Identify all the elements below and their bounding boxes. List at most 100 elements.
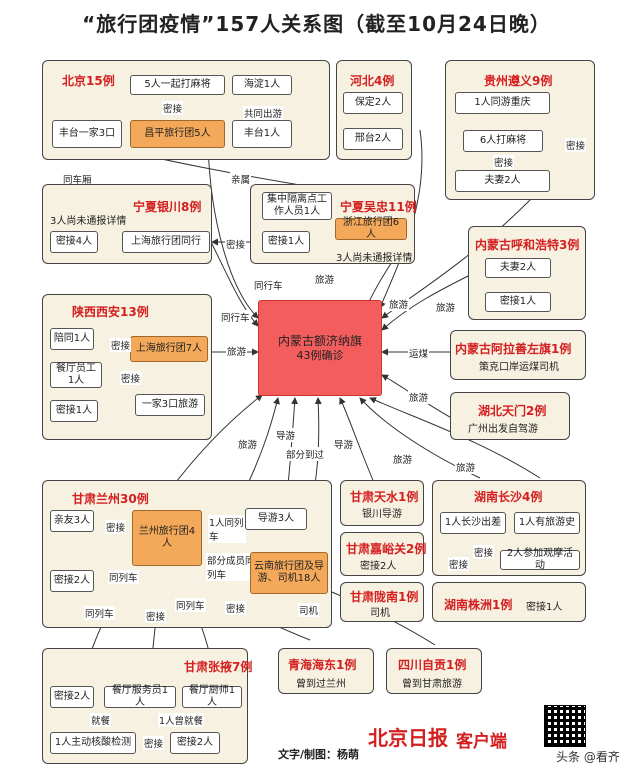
box-lz-tour: 兰州旅行团4人	[132, 510, 202, 566]
label-qinshu: 亲属	[230, 172, 252, 186]
box-sx-restaurant: 餐厅员工1人	[50, 362, 102, 388]
box-cs-travel: 1人有旅游史	[514, 512, 580, 534]
box-lz-yunnan: 云南旅行团及导游、司机18人	[250, 552, 328, 594]
label-mijie: 密接	[473, 545, 495, 559]
box-sx-family: 一家3口旅游	[135, 394, 205, 416]
qr-code-icon	[544, 705, 586, 747]
label-lvyou: 旅游	[226, 344, 248, 358]
label-lvyou: 旅游	[392, 452, 414, 466]
jiayuguan-desc: 密接2人	[360, 561, 397, 572]
watermark: 头条 @看齐	[556, 750, 620, 764]
box-nm-mijie: 密接1人	[485, 292, 551, 312]
zhuzhou-desc: 密接1人	[526, 602, 563, 613]
label-tongxingche: 同行车	[253, 278, 284, 292]
sichuan-desc: 曾到甘肃旅游	[402, 679, 462, 690]
label-tongxingche: 同行车	[220, 310, 251, 324]
box-sx-companion: 陪同1人	[50, 328, 94, 350]
label-mijie: 密接	[162, 101, 184, 115]
group-title-nmg-alashan: 内蒙古阿拉善左旗1例	[455, 342, 572, 356]
group-tianshui	[340, 480, 424, 526]
page-title: “旅行团疫情”157人关系图（截至10月24日晚）	[82, 12, 551, 36]
box-cs-business: 1人长沙出差	[440, 512, 506, 534]
beijing-daily-logo: 北京日报	[368, 726, 448, 750]
label-lvyou: 旅游	[388, 297, 410, 311]
group-jiayuguan	[340, 532, 424, 576]
box-zy-nucleic: 1人主动核酸检测	[50, 732, 136, 754]
box-bj-fengtai3: 丰台一家3口	[52, 120, 122, 148]
group-nmg-alashan	[450, 330, 586, 380]
label-yiren-jiucan: 1人曾就餐	[158, 713, 205, 727]
box-nx-shanghai: 上海旅行团同行	[122, 231, 210, 253]
label-tonglieche: 同列车	[108, 570, 139, 584]
label-mijie: 密接	[448, 557, 470, 571]
group-title-ningxia-wuzhong: 宁夏吴忠11例	[340, 200, 417, 214]
box-zy-mijie2b: 密接2人	[170, 732, 220, 754]
hubei-desc: 广州出发自驾游	[468, 424, 538, 435]
group-title-longnan: 甘肃陇南1例	[350, 590, 419, 604]
label-daoyou: 导游	[333, 437, 355, 451]
group-title-sichuan: 四川自贡1例	[398, 658, 467, 672]
group-title-hubei: 湖北天门2例	[478, 404, 547, 418]
box-lz-relatives: 亲友3人	[50, 510, 94, 532]
box-zy-chef: 餐厅厨师1人	[182, 685, 242, 708]
group-hubei	[450, 392, 570, 440]
group-title-shaanxi: 陕西西安13例	[72, 305, 149, 319]
label-mijie: 密接	[225, 237, 247, 251]
box-cs-observe: 2人参加观摩活动	[500, 548, 580, 571]
credit-text: 文字/制图：杨萌	[278, 748, 360, 761]
box-gz-couple: 夫妻2人	[455, 170, 550, 192]
label-tonglieche: 同列车	[175, 598, 206, 612]
box-wz-zhejiang: 浙江旅行团6人	[335, 217, 407, 240]
longnan-desc: 司机	[370, 608, 390, 619]
label-mijie: 密接	[565, 138, 587, 152]
group-title-qinghai: 青海海东1例	[288, 658, 357, 672]
group-title-ningxia-yinchuan: 宁夏银川8例	[133, 200, 202, 214]
label-jiucan: 就餐	[90, 713, 112, 727]
group-title-hebei: 河北4例	[350, 74, 395, 88]
box-wz-isolation: 集中隔离点工作人员1人	[262, 192, 332, 220]
box-lz-guides: 导游3人	[245, 508, 307, 530]
ningxia-unreported: 3人尚未通报详情	[50, 216, 127, 227]
box-nx-mijie4: 密接4人	[50, 231, 98, 253]
group-title-zhangye: 甘肃张掖7例	[184, 660, 253, 674]
label-siji: 司机	[298, 603, 320, 617]
alashan-desc: 策克口岸运煤司机	[479, 362, 559, 373]
wuzhong-unreported: 3人尚未通报详情	[336, 253, 413, 264]
box-nm-couple: 夫妻2人	[485, 258, 551, 278]
group-title-jiayuguan: 甘肃嘉峪关2例	[346, 542, 427, 556]
label-tongchexiang: 同车厢	[62, 172, 93, 186]
label-bufen-daoguo: 部分到过	[285, 447, 326, 461]
group-title-zhuzhou: 湖南株洲1例	[444, 598, 513, 612]
box-center-ejina: 内蒙古额济纳旗 43例确诊	[258, 300, 382, 396]
label-daoyou: 导游	[275, 428, 297, 442]
box-sx-shanghai: 上海旅行团7人	[130, 336, 208, 362]
label-tonglieche: 同列车	[84, 606, 115, 620]
label-mijie: 密接	[110, 338, 132, 352]
box-bj-changping: 昌平旅行团5人	[130, 120, 225, 148]
qinghai-desc: 曾到过兰州	[296, 679, 346, 690]
box-lz-mijie2: 密接2人	[50, 570, 94, 592]
box-zy-mijie2: 密接2人	[50, 686, 94, 708]
label-lvyou: 旅游	[237, 437, 259, 451]
label-mijie: 密接	[143, 736, 165, 750]
label-lvyou: 旅游	[408, 390, 430, 404]
label-mijie: 密接	[493, 155, 515, 169]
box-gz-mahjong: 6人打麻将	[463, 130, 543, 152]
client-logo-text: 客户端	[456, 732, 507, 752]
group-longnan	[340, 582, 424, 622]
label-lvyou: 旅游	[435, 300, 457, 314]
group-qinghai	[278, 648, 374, 694]
group-sichuan	[386, 648, 482, 694]
group-title-changsha: 湖南长沙4例	[474, 490, 543, 504]
box-sx-mijie: 密接1人	[50, 400, 98, 422]
box-hb-baoding: 保定2人	[343, 92, 403, 114]
tianshui-desc: 银川导游	[362, 509, 402, 520]
box-bj-haidian: 海淀1人	[232, 75, 292, 95]
label-bufen-chengyuan: 部分成员同列车	[206, 553, 256, 581]
label-mijie: 密接	[225, 601, 247, 615]
box-bj-mahjong: 5人一起打麻将	[130, 75, 225, 95]
label-mijie: 密接	[105, 520, 127, 534]
group-title-tianshui: 甘肃天水1例	[350, 490, 419, 504]
label-mijie: 密接	[145, 609, 167, 623]
label-yunmei: 运煤	[408, 346, 430, 360]
